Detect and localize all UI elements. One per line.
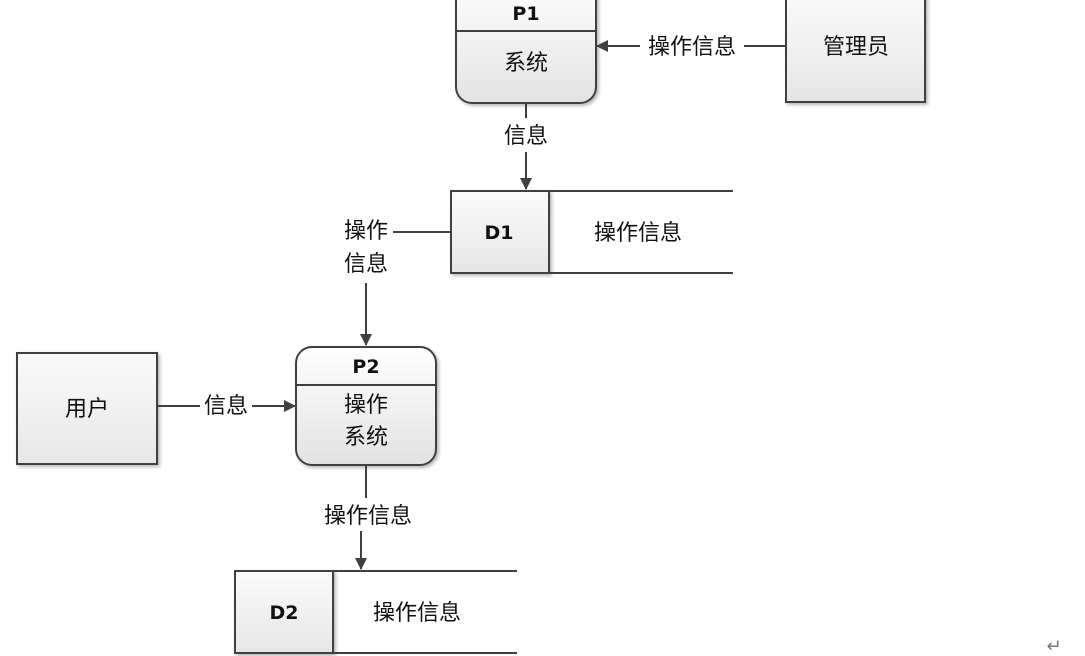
flow-d1-to-p2: 操作 信息 <box>344 219 451 346</box>
entity-admin: 管理员 <box>785 0 926 103</box>
process-p2: P2 操作 系统 <box>295 346 437 466</box>
data-store-d1: D1 操作信息 <box>450 190 733 274</box>
process-p1-id: P1 <box>512 3 539 25</box>
data-store-d2: D2 操作信息 <box>234 570 517 654</box>
flow-p1-to-d1: 信息 <box>504 103 548 190</box>
process-p1-name: 系统 <box>504 51 548 76</box>
process-p2-name-line2: 系统 <box>344 425 388 450</box>
flow-p2-to-d2: 操作信息 <box>324 465 412 570</box>
data-store-d2-label: 操作信息 <box>373 601 461 626</box>
process-p1: P1 系统 <box>455 0 597 104</box>
entity-admin-label: 管理员 <box>823 35 889 60</box>
data-store-d1-label: 操作信息 <box>594 221 682 246</box>
process-p2-name-line1: 操作 <box>344 393 388 418</box>
paragraph-return-mark: ↵ <box>1046 636 1061 656</box>
flow-d1-to-p2-label-line2: 信息 <box>344 252 388 277</box>
flow-d1-to-p2-label-line1: 操作 <box>344 219 388 244</box>
entity-user: 用户 <box>16 352 158 465</box>
flow-admin-to-p1-label: 操作信息 <box>648 35 736 60</box>
flow-p1-to-d1-label: 信息 <box>504 124 548 149</box>
flow-user-to-p2: 信息 <box>157 394 296 419</box>
data-store-d1-id: D1 <box>485 222 514 244</box>
process-p2-id: P2 <box>352 356 379 378</box>
flow-user-to-p2-label: 信息 <box>204 394 248 419</box>
flow-p2-to-d2-label: 操作信息 <box>324 504 412 529</box>
data-store-d2-id: D2 <box>270 602 299 624</box>
flow-admin-to-p1: 操作信息 <box>596 35 786 60</box>
entity-user-label: 用户 <box>65 397 109 422</box>
